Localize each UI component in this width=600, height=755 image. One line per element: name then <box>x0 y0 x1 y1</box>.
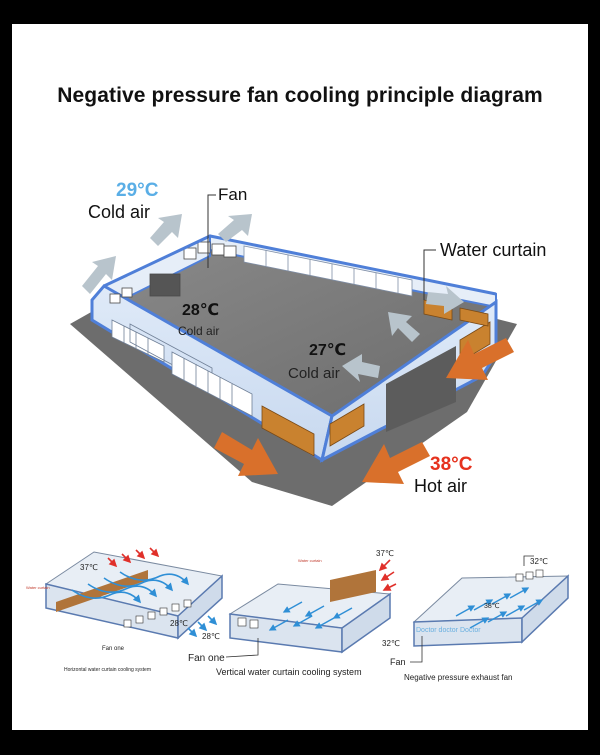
roof-edge <box>103 234 497 296</box>
front-wall-windows <box>111 319 253 417</box>
gable-door <box>386 346 456 432</box>
inside-temp-2-label: 27℃ <box>309 342 346 359</box>
diagram-title: Negative pressure fan cooling principle … <box>57 84 543 107</box>
exhaust-top-temp: 32℃ <box>530 557 548 566</box>
hot-air-arrows <box>214 338 514 484</box>
horizontal-hot-arrows <box>107 547 160 568</box>
vertical-curtain-label: Water curtain <box>298 558 322 563</box>
water-curtain-label: Water curtain <box>440 240 546 260</box>
cold-arrow-6 <box>342 354 380 382</box>
vertical-hot-arrows <box>378 559 397 591</box>
vertical-top-temp: 37℃ <box>376 549 394 558</box>
horizontal-fans <box>123 599 192 628</box>
cold-arrow-5 <box>388 312 420 342</box>
hot-temp-label: 38°C <box>430 454 473 475</box>
vertical-airflow <box>268 601 353 631</box>
inside-temp-1-label: 28℃ <box>182 302 219 319</box>
main-building: 29°C Cold air Fan Water curtain 28℃ Cold… <box>70 180 546 506</box>
left-temp-label: 29°C <box>116 180 159 201</box>
hot-arrow-3 <box>446 338 514 380</box>
vertical-inside-temp: 28℃ <box>202 632 220 641</box>
inside-air-2-label: Cold air <box>288 365 340 382</box>
inside-air-1-label: Cold air <box>178 324 219 338</box>
hot-arrow-2 <box>362 442 430 484</box>
cold-arrow-3 <box>218 214 252 242</box>
sub-diagram-horizontal: 37℃ Water curtain 28℃ Fan one Horizontal… <box>26 547 224 673</box>
vertical-fan-label: Fan one <box>188 653 225 664</box>
hot-air-label: Hot air <box>414 476 467 496</box>
horizontal-caption: Horizontal water curtain cooling system <box>64 667 151 673</box>
exhaust-mid-temp: 38℃ <box>484 603 500 610</box>
exhaust-caption: Negative pressure exhaust fan <box>404 673 513 682</box>
cold-arrow-4 <box>426 286 464 314</box>
water-curtain-leader-line <box>423 249 436 300</box>
exhaust-fan-label: Fan <box>390 657 406 667</box>
diagram-card: Negative pressure fan cooling principle … <box>12 24 588 730</box>
horizontal-top-temp: 37℃ <box>80 563 98 572</box>
horizontal-curtain-label: Water curtain <box>26 585 50 590</box>
horizontal-airflow <box>71 571 218 638</box>
exhaust-fans <box>109 241 237 304</box>
cold-air-arrows <box>82 214 464 382</box>
fan-label: Fan <box>218 185 247 204</box>
sub-diagram-exhaust: 32℃ 38℃ Doctor doctor Doctor 32℃ Fan Neg… <box>382 555 570 682</box>
fan-leader-line <box>207 194 216 268</box>
horizontal-inside-temp: 28℃ <box>170 619 188 628</box>
horizontal-fan-label: Fan one <box>102 646 125 652</box>
cold-arrow-2 <box>150 214 182 246</box>
exhaust-brand: Doctor doctor Doctor <box>416 627 481 634</box>
back-wall-windows <box>243 245 413 297</box>
cooling-diagram-canvas: 29°C Cold air Fan Water curtain 28℃ Cold… <box>26 180 570 682</box>
left-air-label: Cold air <box>88 202 150 222</box>
vertical-caption: Vertical water curtain cooling system <box>216 667 362 677</box>
cold-arrow-1 <box>82 256 116 294</box>
exhaust-fan-boxes <box>515 569 544 582</box>
water-curtain-panels <box>261 299 491 457</box>
exhaust-inside-temp: 32℃ <box>382 639 400 648</box>
hot-arrow-1 <box>214 432 278 476</box>
sub-diagram-vertical: 37℃ Water curtain 28℃ Fan one Vertical w… <box>188 549 397 677</box>
vertical-curtain <box>330 570 376 602</box>
exhaust-airflow <box>455 587 544 629</box>
vertical-fans <box>237 617 259 629</box>
